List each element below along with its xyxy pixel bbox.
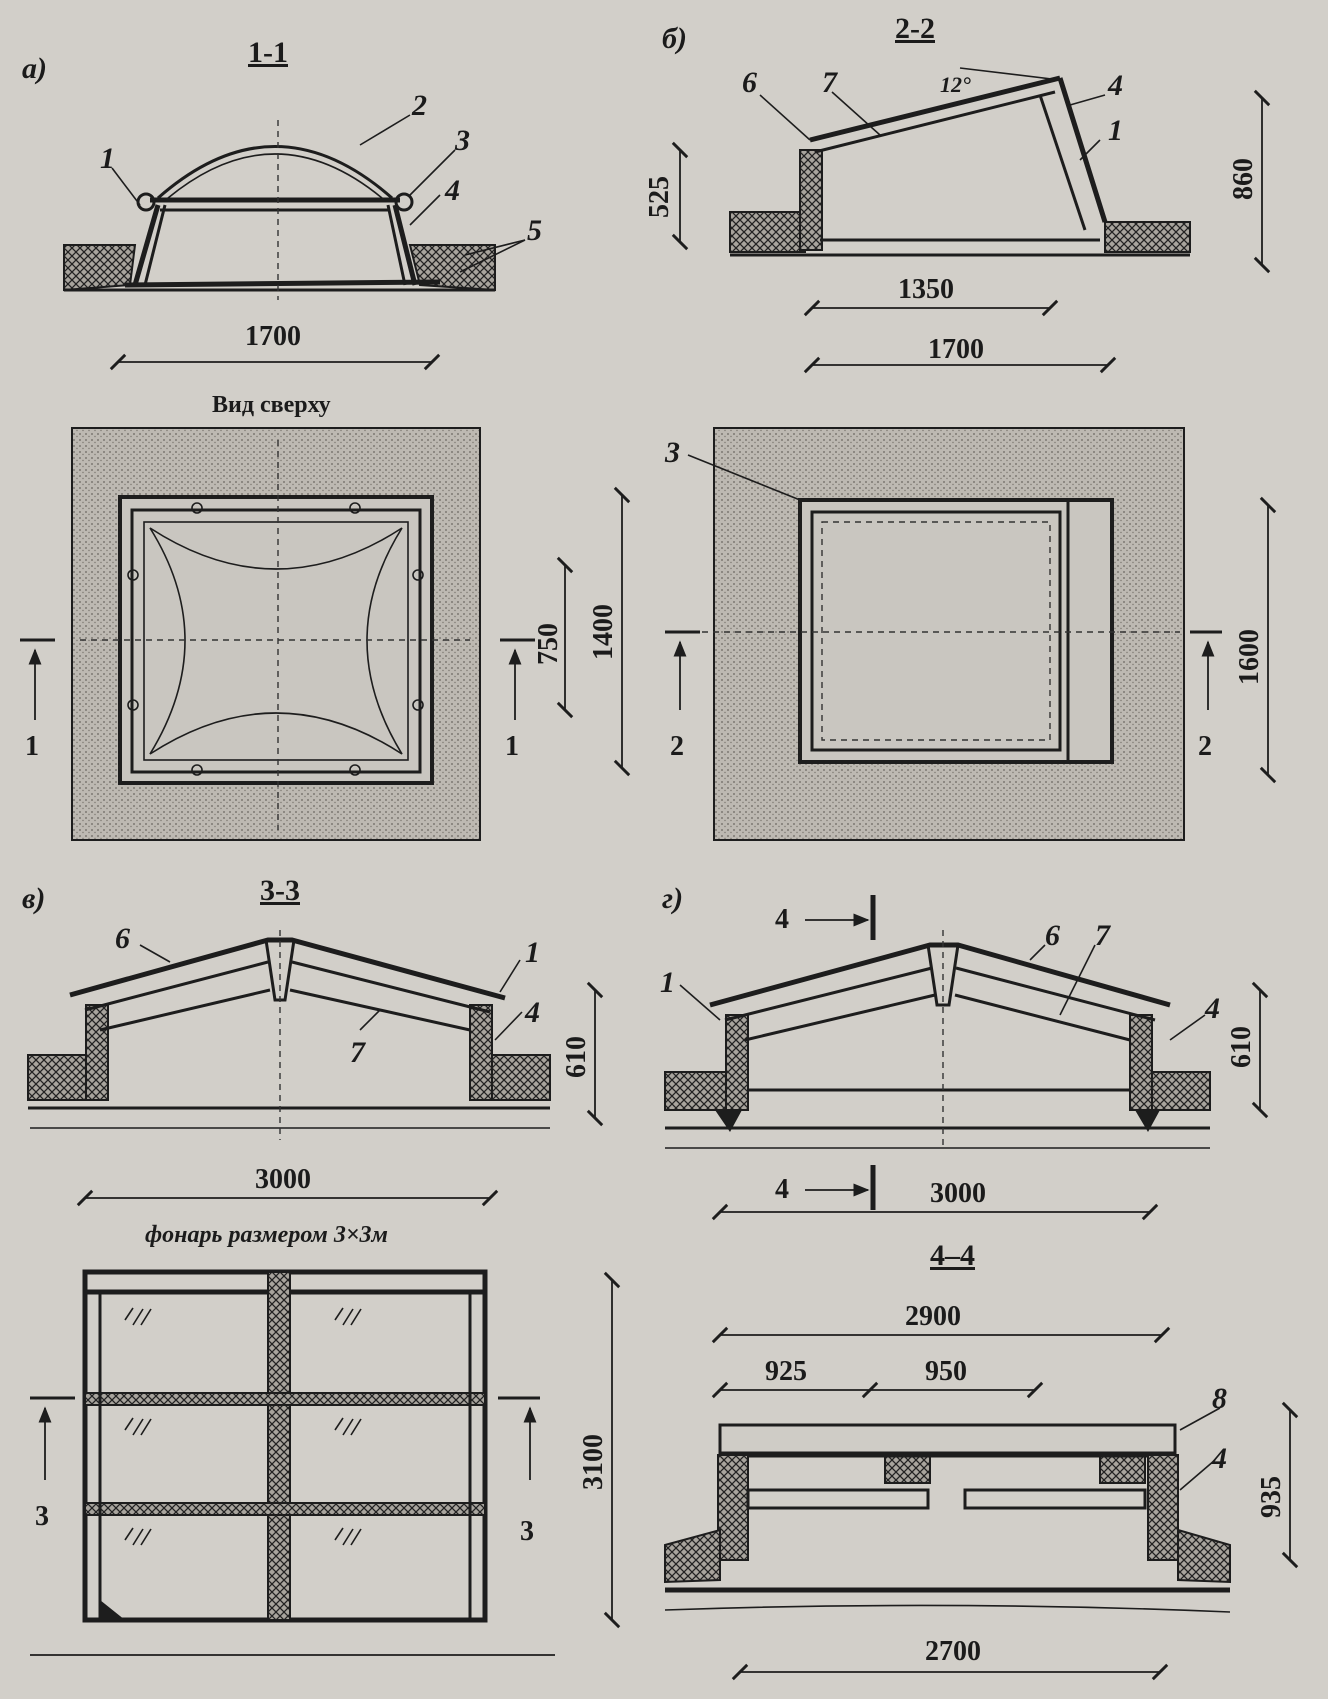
skylight-glazing-4-4 (718, 1423, 1177, 1455)
panel-g: г) 4 1 6 7 4 610 4 3000 4–4 2900 (660, 882, 1299, 1681)
dim-v-3000: 3000 (255, 1164, 311, 1195)
roof-slab-left (63, 244, 137, 292)
curb-walls (132, 204, 418, 286)
dim-g-610: 610 (1226, 1026, 1257, 1068)
cut-mark-3-right: 3 (520, 1516, 534, 1547)
roof-slab-v-left (27, 1054, 91, 1101)
low-curb-b (799, 149, 823, 251)
cut-mark-4-bottom: 4 (775, 1174, 789, 1205)
dim-a-750: 750 (533, 623, 564, 665)
dim-g-2900: 2900 (905, 1301, 961, 1332)
dim-b-1350: 1350 (898, 274, 954, 305)
cut-mark-3-left: 3 (35, 1501, 49, 1532)
section-4-4-title: 4–4 (930, 1239, 975, 1272)
dim-b-1700: 1700 (928, 334, 984, 365)
section-2-2-title: 2-2 (895, 12, 935, 45)
cut-mark-4-top: 4 (775, 904, 789, 935)
purlin-2 (84, 1502, 486, 1516)
callout-a-4: 4 (444, 174, 460, 207)
dim-b-860: 860 (1228, 158, 1259, 200)
ridge-beam (267, 1271, 291, 1621)
callout-b-3: 3 (664, 436, 680, 469)
callout-v-6: 6 (115, 922, 130, 955)
glass-marks (124, 1307, 362, 1546)
callout-g-6: 6 (1045, 919, 1060, 952)
dim-g-925: 925 (765, 1356, 807, 1387)
sloped-sash-b (809, 75, 1061, 143)
roof-slab-g-left (664, 1071, 731, 1111)
callout-a-2: 2 (411, 89, 427, 122)
plan-a-curb (118, 495, 434, 785)
plan-title: Вид сверху (212, 392, 331, 418)
callout-b-4: 4 (1107, 69, 1123, 102)
section-1-1-title: 1-1 (248, 36, 288, 69)
callout-v-7: 7 (350, 1036, 366, 1069)
callout-g-4: 4 (1204, 992, 1220, 1025)
gable-roof-v (69, 937, 506, 1001)
panel-g-letter: г) (662, 882, 683, 915)
callout-g-4b: 4 (1211, 1442, 1227, 1475)
dome (157, 145, 393, 200)
callout-b-1: 1 (1108, 114, 1123, 147)
panel-b-letter: б) (662, 22, 687, 55)
panel-v: в) 3-3 6 1 4 7 610 3000 фонарь размером … (22, 874, 621, 1656)
callout-a-1: 1 (100, 142, 115, 175)
dim-g-2700: 2700 (925, 1636, 981, 1667)
panel-a-letter: а) (22, 52, 47, 85)
callout-v-1: 1 (525, 936, 540, 969)
dim-b-1600: 1600 (1234, 629, 1265, 685)
angle-12: 12° (940, 72, 971, 97)
plan-v-title: фонарь размером 3×3м (145, 1222, 388, 1248)
callout-b-7: 7 (822, 66, 838, 99)
roof-slab-b-left (729, 211, 806, 253)
section-3-3-title: 3-3 (260, 874, 300, 907)
panel-b: б) 2-2 12° 6 7 4 1 525 860 1350 1700 (644, 12, 1277, 841)
dim-g-3000: 3000 (930, 1178, 986, 1209)
callout-b-6: 6 (742, 66, 757, 99)
callout-a-5: 5 (527, 214, 542, 247)
callout-v-4: 4 (524, 996, 540, 1029)
dim-g-950: 950 (925, 1356, 967, 1387)
dim-a-1400: 1400 (588, 604, 619, 660)
dim-g-935: 935 (1256, 1476, 1287, 1518)
plan-b-frame (798, 498, 1114, 764)
cut-mark-1-left: 1 (25, 731, 39, 762)
dim-b-525: 525 (644, 176, 675, 218)
dim-v-610: 610 (561, 1036, 592, 1078)
curb-base (124, 279, 441, 288)
callout-g-7: 7 (1095, 919, 1111, 952)
dim-a-1700: 1700 (245, 321, 301, 352)
gable-roof-g (709, 942, 1171, 1008)
callout-g-1: 1 (660, 966, 675, 999)
dome-plan-curves (149, 527, 403, 755)
cut-mark-2-right: 2 (1198, 731, 1212, 762)
panel-a: а) 1-1 1 2 3 4 5 1700 Вид сверху (20, 36, 631, 841)
purlin-1 (84, 1392, 486, 1406)
dim-v-3100: 3100 (578, 1434, 609, 1490)
callout-g-8: 8 (1212, 1382, 1227, 1415)
cut-mark-1-right: 1 (505, 731, 519, 762)
panel-v-letter: в) (22, 882, 45, 915)
callout-a-3: 3 (454, 124, 470, 157)
cut-mark-2-left: 2 (670, 731, 684, 762)
